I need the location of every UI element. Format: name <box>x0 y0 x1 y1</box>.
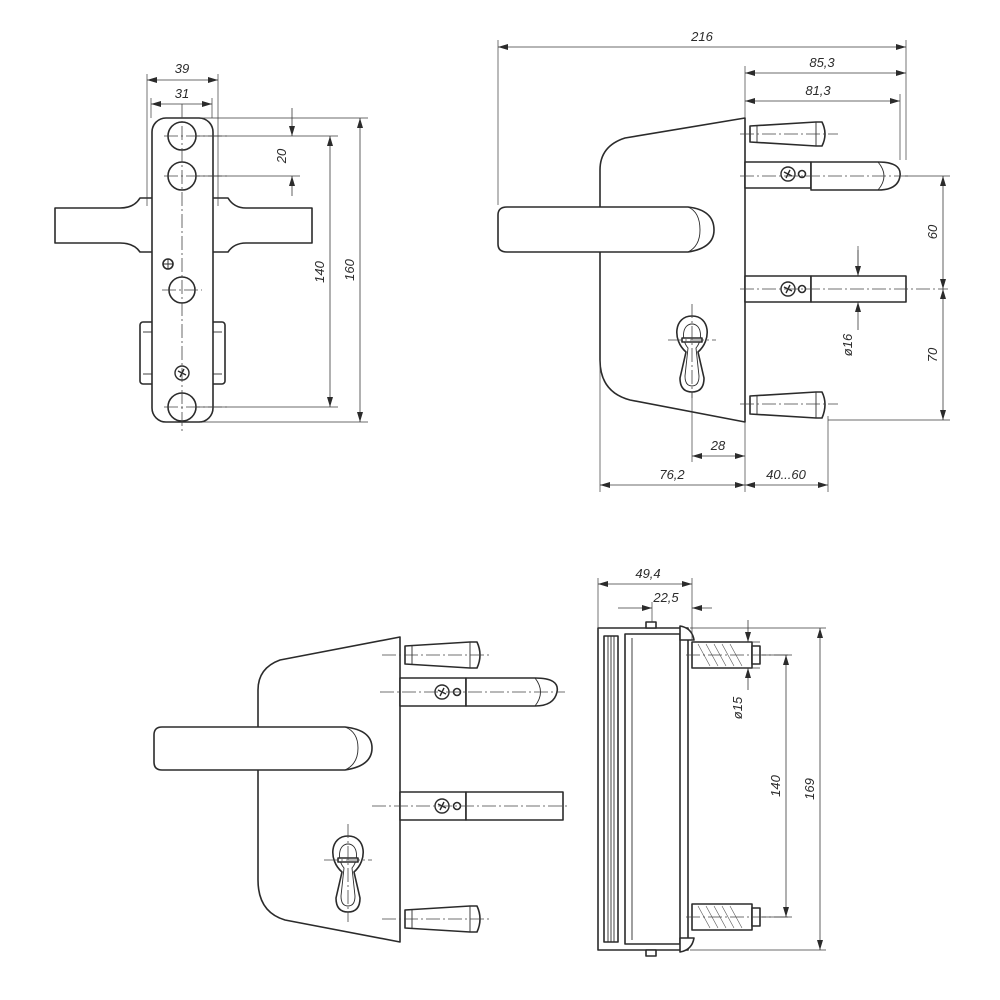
side-latch-lower <box>740 275 948 303</box>
side-stud-bottom <box>740 391 838 419</box>
front-left-lever <box>54 197 156 253</box>
lower-housing <box>257 636 401 943</box>
dim-front-20: 20 <box>274 148 289 164</box>
dim-side-60: 60 <box>925 224 940 239</box>
dim-rear-140: 140 <box>768 774 783 796</box>
front-view: 39 31 20 140 160 <box>54 61 368 432</box>
side-view: 216 85,3 81,3 60 70 ø16 28 76,2 40...60 <box>497 29 950 492</box>
dim-side-70: 70 <box>925 347 940 362</box>
dim-front-140: 140 <box>312 260 327 282</box>
front-plate <box>151 117 214 423</box>
rear-stud-top <box>686 641 790 669</box>
lower-stud-bottom <box>382 905 492 933</box>
dim-side-85-3: 85,3 <box>809 55 835 70</box>
front-right-lever <box>209 197 313 253</box>
dim-side-216: 216 <box>690 29 713 44</box>
dim-rear-169: 169 <box>802 778 817 800</box>
dim-rear-d15: ø15 <box>730 696 745 719</box>
lower-latch-upper <box>380 677 565 707</box>
side-housing <box>599 117 746 423</box>
dim-side-76-2: 76,2 <box>659 467 685 482</box>
dim-rear-22-5: 22,5 <box>652 590 679 605</box>
lower-lever <box>153 726 373 771</box>
side-view-lower <box>153 636 570 943</box>
side-keyhole <box>668 304 716 398</box>
side-latch-upper <box>740 161 908 191</box>
dim-side-40-60: 40...60 <box>766 467 807 482</box>
rear-view: 49,4 22,5 ø15 140 169 <box>597 566 826 957</box>
dim-side-81-3: 81,3 <box>805 83 831 98</box>
side-stud-top <box>740 121 838 147</box>
side-lever <box>497 206 715 253</box>
dim-front-39: 39 <box>175 61 189 76</box>
lower-latch-lower <box>372 791 570 821</box>
dim-side-28: 28 <box>710 438 726 453</box>
dim-side-d16: ø16 <box>840 333 855 356</box>
lower-stud-top <box>382 641 492 669</box>
lower-keyhole <box>324 824 372 922</box>
dim-front-160: 160 <box>342 258 357 280</box>
rear-stud-bottom <box>686 903 790 931</box>
dim-rear-49-4: 49,4 <box>635 566 660 581</box>
dim-front-31: 31 <box>175 86 189 101</box>
